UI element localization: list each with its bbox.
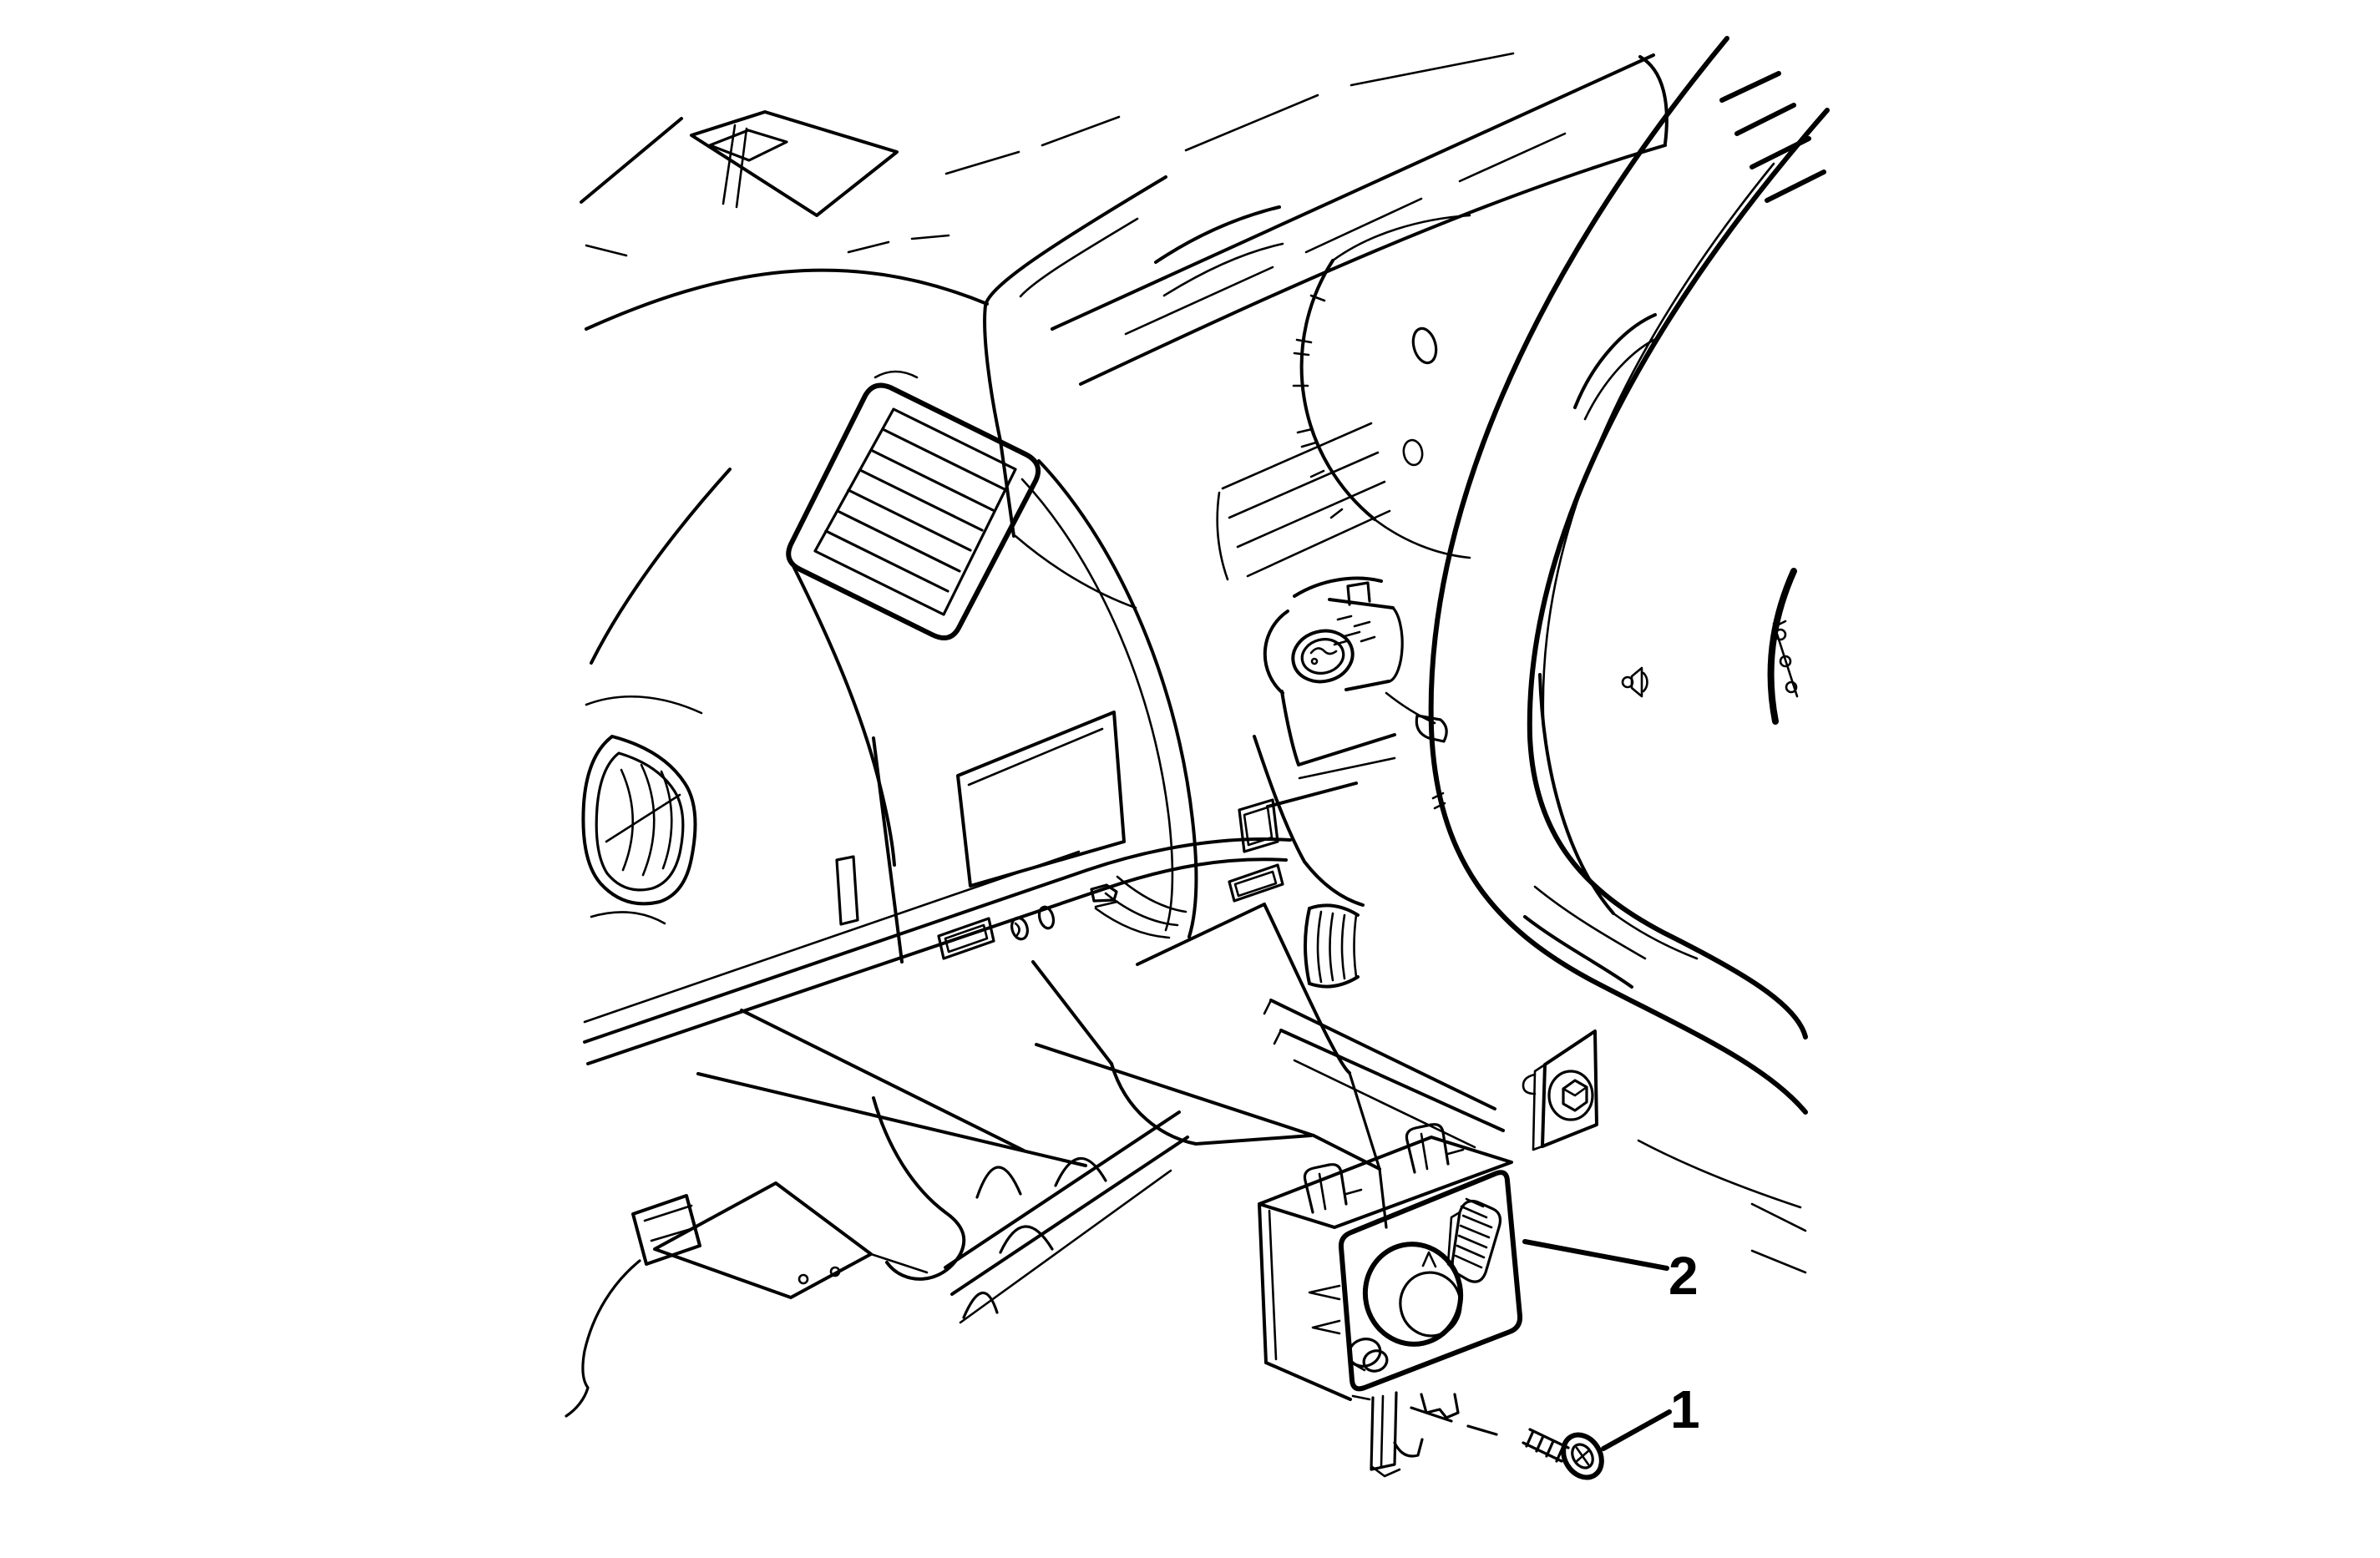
screw-axis-dash	[1466, 1424, 1498, 1436]
mounting-screw	[1410, 1406, 1604, 1480]
airbag-pad-edge	[1538, 673, 1615, 915]
lower-dash-rail	[583, 798, 1292, 1065]
rail-hole	[1037, 905, 1056, 930]
screw-axis-dash	[1410, 1406, 1453, 1423]
vent-louvers	[824, 427, 1006, 593]
tilt-lever	[1415, 714, 1448, 743]
defroster-vent	[690, 110, 899, 217]
center-air-vent	[786, 370, 1198, 964]
wheel-rim-inner	[1527, 108, 1830, 1040]
switch-mounting-clips	[1303, 1123, 1465, 1214]
steering-wheel	[1428, 36, 1830, 1274]
key-slot-icon	[1309, 647, 1338, 655]
column-filler-panel	[1031, 903, 1388, 1229]
horn-icon	[1621, 666, 1648, 698]
stack-recess	[956, 711, 1126, 888]
dash-top-surface	[580, 115, 1167, 538]
cluster-indicator-window	[1411, 326, 1438, 365]
gauge-tick-marks	[1292, 294, 1344, 519]
column-support-bracket	[1263, 999, 1505, 1149]
instrument-cluster	[1014, 205, 1471, 610]
harness-wire	[565, 1259, 641, 1418]
dimmer-thumbwheel	[1446, 1197, 1502, 1283]
switch-button	[1347, 1338, 1389, 1373]
rim-hatch-marks	[1431, 71, 1826, 810]
under-dash-harness	[565, 1009, 1189, 1418]
switch-assembly	[1258, 1123, 1523, 1478]
rail-hole	[1010, 916, 1029, 941]
rail-slot	[1228, 863, 1284, 903]
switch-lower-bracket	[1351, 1391, 1460, 1478]
side-window-vent	[581, 468, 732, 925]
callout-2-leader	[1522, 1239, 1669, 1271]
switch-knob	[1399, 1271, 1462, 1338]
callouts: 2 1	[1522, 1239, 1700, 1451]
knob-pointer	[1421, 1251, 1437, 1268]
screw-head	[1561, 1432, 1604, 1480]
switch-knob-bezel	[1362, 1242, 1464, 1347]
callout-1-label: 1	[1670, 1379, 1700, 1439]
wiring-connector	[631, 1194, 701, 1266]
cluster-lower-slats	[1216, 422, 1391, 581]
wheel-spoke-arc	[1767, 568, 1797, 725]
retainer-clip	[1090, 883, 1118, 903]
ignition-lock-cylinder	[1263, 576, 1404, 695]
panel-slot	[835, 855, 859, 926]
spoke-perforations	[1772, 620, 1799, 698]
column-boot	[1304, 903, 1360, 989]
wheel-rim-outer	[1428, 36, 1808, 1115]
callout-2-label: 2	[1669, 1246, 1699, 1306]
dash-mount-bracket	[1522, 1029, 1598, 1151]
switch-front-face	[1338, 1170, 1523, 1392]
windshield-pillar	[1051, 52, 1669, 386]
callout-1-leader	[1601, 1409, 1672, 1451]
switch-top-face	[1258, 1136, 1513, 1229]
rail-slot	[937, 917, 995, 960]
